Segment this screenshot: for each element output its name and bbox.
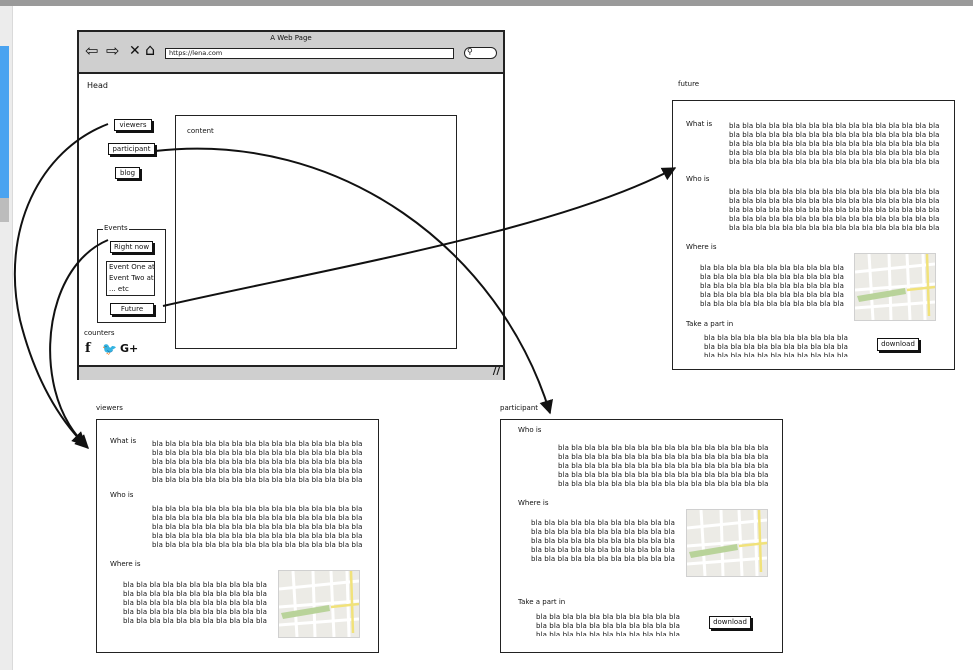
download-button[interactable]: download (877, 338, 919, 351)
where-is-heading: Where is (518, 499, 549, 507)
who-is-text: bla bla bla bla bla bla bla bla bla bla … (152, 505, 363, 549)
top-bar (0, 0, 973, 6)
who-is-heading: Who is (686, 175, 710, 183)
events-group: Events Right now Event One at Event Two … (97, 224, 166, 323)
what-is-text: bla bla bla bla bla bla bla bla bla bla … (729, 122, 940, 166)
event-item[interactable]: Event One at (109, 263, 155, 271)
what-is-text: bla bla bla bla bla bla bla bla bla bla … (152, 440, 363, 484)
event-item[interactable]: Event Two at (109, 274, 154, 282)
where-is-heading: Where is (110, 560, 141, 568)
left-rail (0, 6, 13, 670)
future-button[interactable]: Future (110, 303, 154, 315)
who-is-heading: Who is (110, 491, 134, 499)
rail-marker (0, 198, 9, 222)
selection-indicator (0, 46, 9, 198)
take-part-heading: Take a part in (686, 320, 734, 328)
take-part-text: bla bla bla bla bla bla bla bla bla bla … (536, 613, 681, 636)
counters-label: counters (84, 329, 115, 337)
nav-blog-button[interactable]: blog (115, 167, 140, 179)
event-list: Event One at Event Two at ... etc (106, 261, 155, 296)
what-is-heading: What is (110, 437, 137, 445)
close-icon[interactable]: ✕ (129, 43, 141, 59)
what-is-heading: What is (686, 120, 713, 128)
viewers-panel-label: viewers (96, 404, 123, 412)
map-image (854, 253, 936, 321)
future-panel: What is bla bla bla bla bla bla bla bla … (672, 100, 955, 370)
url-field[interactable]: https://lena.com (165, 48, 454, 59)
url-text: https://lena.com (169, 49, 223, 57)
viewers-panel: What is bla bla bla bla bla bla bla bla … (96, 419, 379, 653)
participant-panel-label: participant (500, 404, 539, 412)
resize-grip-icon[interactable]: // (492, 366, 500, 377)
content-label: content (187, 127, 214, 135)
where-is-heading: Where is (686, 243, 717, 251)
browser-window: A Web Page ⇦ ⇨ ✕ ⌂ https://lena.com ⚲ He… (77, 30, 505, 380)
status-bar: // (79, 365, 503, 380)
event-item[interactable]: ... etc (109, 285, 129, 293)
browser-toolbar: A Web Page ⇦ ⇨ ✕ ⌂ https://lena.com ⚲ (79, 32, 503, 74)
forward-icon[interactable]: ⇨ (106, 41, 120, 60)
who-is-text: bla bla bla bla bla bla bla bla bla bla … (558, 444, 769, 488)
twitter-icon[interactable]: 🐦 (102, 342, 117, 356)
right-now-button[interactable]: Right now (110, 241, 153, 253)
search-icon: ⚲ (467, 47, 473, 56)
map-image (278, 570, 360, 638)
page-head: Head (87, 81, 108, 90)
back-icon[interactable]: ⇦ (85, 41, 99, 60)
where-is-text: bla bla bla bla bla bla bla bla bla bla … (123, 581, 268, 625)
nav-viewers-button[interactable]: viewers (114, 119, 152, 131)
content-area: content (175, 115, 457, 349)
download-button[interactable]: download (709, 616, 751, 629)
home-icon[interactable]: ⌂ (145, 40, 156, 59)
take-part-text: bla bla bla bla bla bla bla bla bla bla … (704, 334, 849, 357)
search-field[interactable]: ⚲ (464, 47, 497, 59)
google-plus-icon[interactable]: G+ (120, 342, 139, 355)
participant-panel: Who is bla bla bla bla bla bla bla bla b… (500, 419, 783, 653)
facebook-icon[interactable]: f (85, 341, 91, 356)
nav-participant-button[interactable]: participant (108, 143, 155, 155)
events-legend: Events (103, 224, 129, 232)
where-is-text: bla bla bla bla bla bla bla bla bla bla … (531, 519, 676, 563)
where-is-text: bla bla bla bla bla bla bla bla bla bla … (700, 264, 845, 308)
future-panel-label: future (678, 80, 700, 88)
who-is-heading: Who is (518, 426, 542, 434)
take-part-heading: Take a part in (518, 598, 566, 606)
who-is-text: bla bla bla bla bla bla bla bla bla bla … (729, 188, 940, 232)
window-title: A Web Page (270, 34, 312, 42)
map-image (686, 509, 768, 577)
